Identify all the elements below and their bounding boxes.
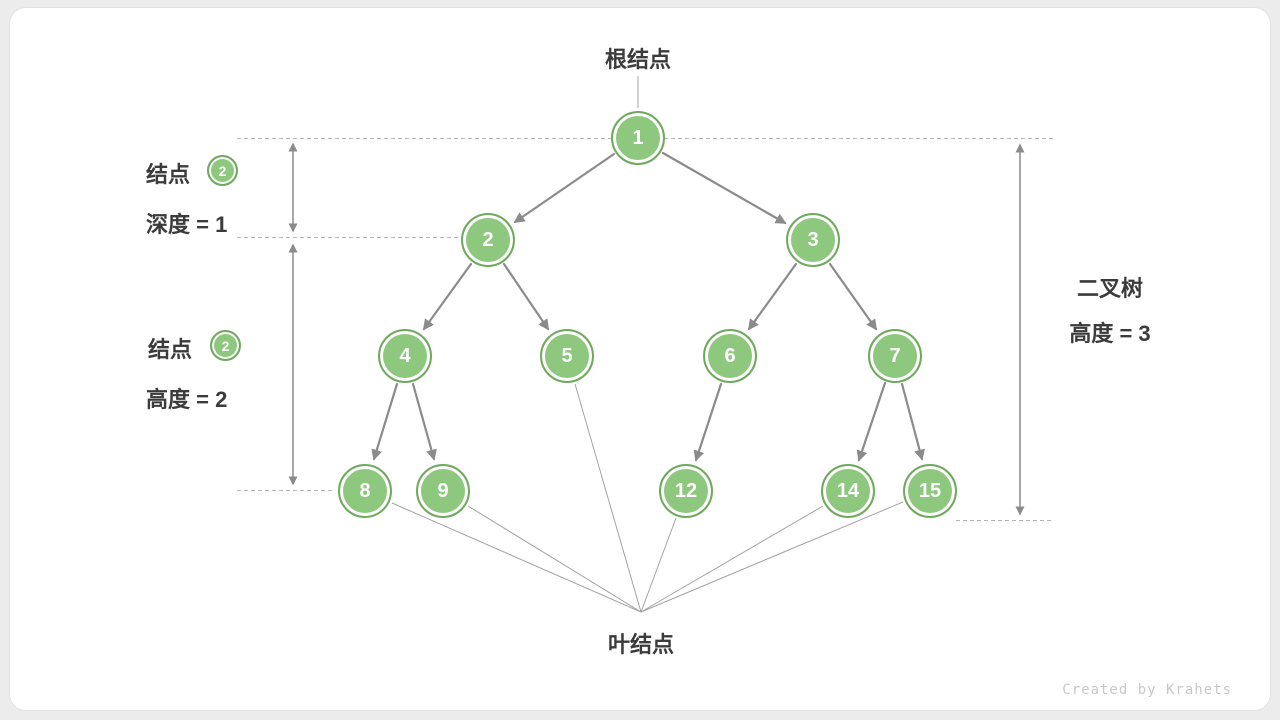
- node-height-equation: 高度 = 2: [146, 387, 228, 412]
- leaf-pointer-line-5: [574, 383, 642, 613]
- tree-edge-2-5: [502, 262, 550, 331]
- tree-node-2: 2: [461, 213, 515, 267]
- tree-height-annotation: 二叉树 高度 = 3: [1040, 266, 1180, 356]
- node-height-badge: 2: [210, 330, 241, 361]
- node-depth-title: 结点: [146, 162, 191, 187]
- tree-edge-6-12: [693, 382, 723, 462]
- tree-node-14: 14: [821, 464, 875, 518]
- leaf-pointer-lines-group: [391, 383, 904, 613]
- leaf-pointer-line-15: [640, 501, 904, 613]
- tree-edge-2-4: [422, 262, 473, 331]
- leaf-pointer-line-8: [391, 502, 642, 613]
- measure-arrows-group: [288, 142, 1025, 516]
- tree-node-12: 12: [659, 464, 713, 518]
- node-height-title: 结点: [148, 337, 193, 362]
- tree-node-4: 4: [378, 329, 432, 383]
- leaf-node-label: 叶结点: [607, 632, 674, 657]
- watermark-text: Created by Krahets: [1062, 682, 1232, 698]
- tree-edge-1-3: [661, 151, 787, 225]
- leaf-pointer-line-14: [640, 505, 824, 613]
- node-depth-badge: 2: [207, 155, 238, 186]
- node-depth-equation: 深度 = 1: [146, 212, 228, 237]
- leaf-pointer-line-12: [640, 517, 677, 613]
- tree-node-15: 15: [903, 464, 957, 518]
- tree-edge-1-2: [513, 152, 616, 224]
- tree-edge-3-7: [828, 262, 878, 331]
- tree-node-9: 9: [416, 464, 470, 518]
- leaf-pointer-line-9: [467, 505, 642, 613]
- tree-height-equation: 高度 = 3: [1069, 321, 1151, 346]
- tree-node-7: 7: [868, 329, 922, 383]
- tree-edge-4-8: [371, 382, 399, 461]
- tree-edge-3-6: [747, 262, 798, 331]
- tree-node-6: 6: [703, 329, 757, 383]
- tree-node-5: 5: [540, 329, 594, 383]
- tree-edge-7-14: [856, 381, 887, 462]
- tree-node-1: 1: [611, 111, 665, 165]
- root-node-label: 根结点: [604, 47, 671, 72]
- tree-node-3: 3: [786, 213, 840, 267]
- tree-edge-4-9: [411, 382, 437, 461]
- tree-height-title: 二叉树: [1076, 276, 1143, 301]
- tree-edges-group: [371, 151, 925, 462]
- tree-edge-7-15: [900, 382, 925, 461]
- tree-node-8: 8: [338, 464, 392, 518]
